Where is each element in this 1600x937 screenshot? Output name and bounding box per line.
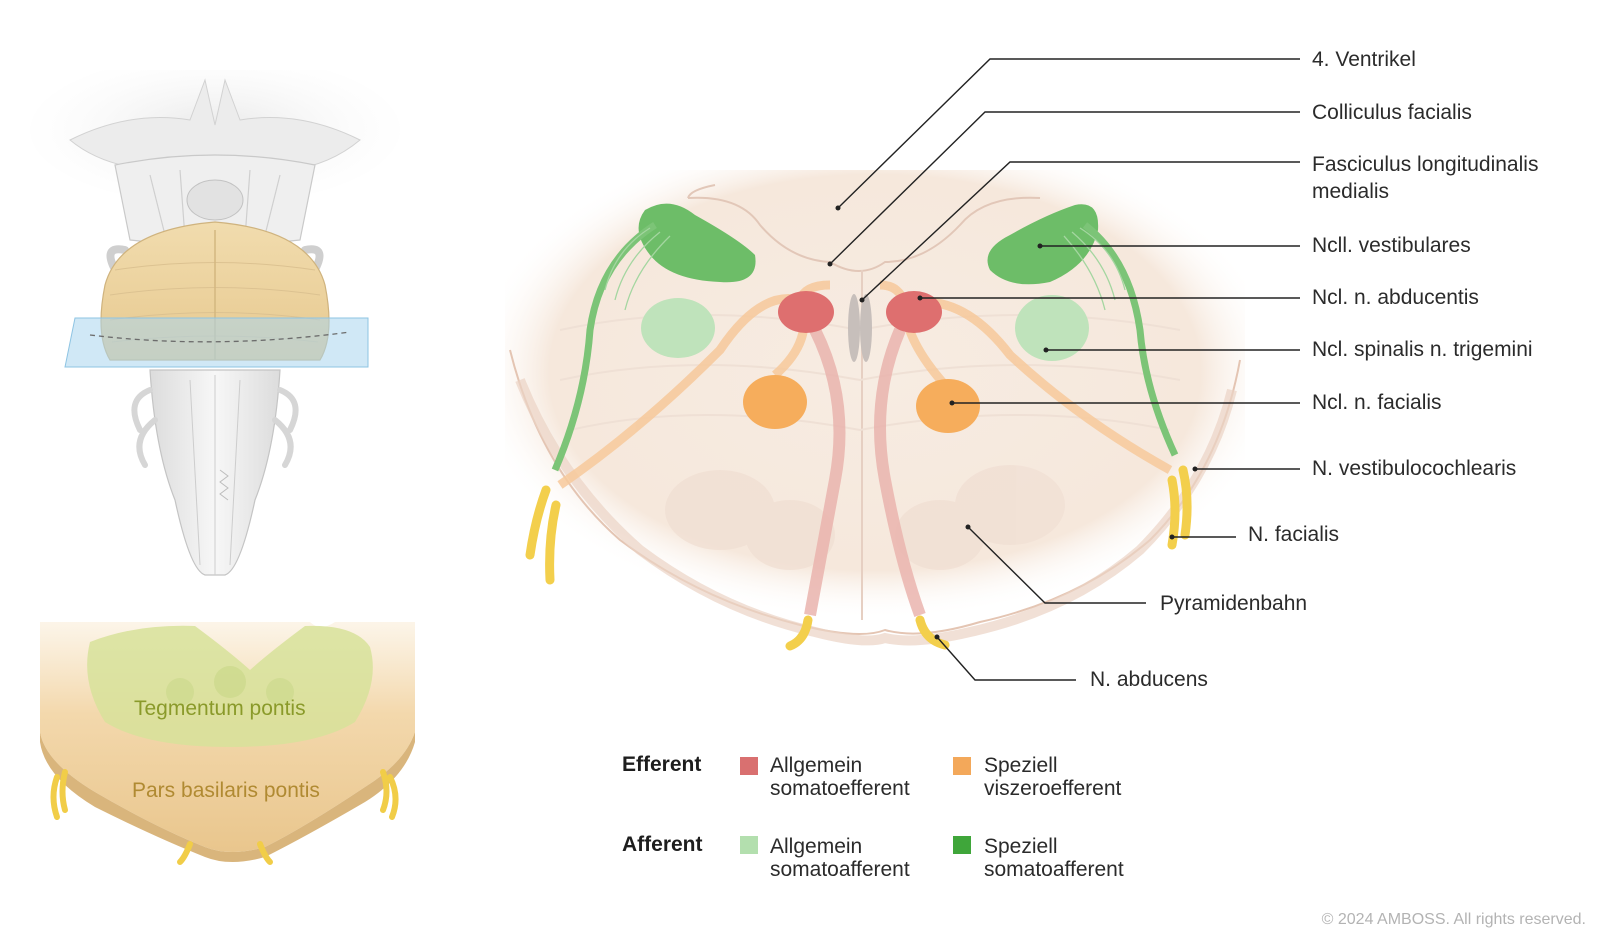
legend-text-speziell-somatoafferent-2: somatoafferent xyxy=(984,858,1124,881)
legend-text-speziell-viszeroefferent-2: viszeroefferent xyxy=(984,777,1122,800)
pars-basilaris-pontis-label: Pars basilaris pontis xyxy=(132,779,320,802)
legend-text-speziell-viszeroefferent-1: Speziell xyxy=(984,754,1058,777)
legend-swatch-speziell-somatoafferent xyxy=(953,836,971,854)
legend-text-speziell-somatoafferent-1: Speziell xyxy=(984,835,1058,858)
legend-text-allgemein-somatoafferent-2: somatoafferent xyxy=(770,858,910,881)
leader-pyramidenbahn xyxy=(967,526,1146,604)
legend-swatch-speziell-viszeroefferent xyxy=(953,757,971,775)
legend-heading-efferent: Efferent xyxy=(622,753,702,776)
label-ncll-vestibulares: Ncll. vestibulares xyxy=(1312,234,1471,257)
tegmentum-pontis-label: Tegmentum pontis xyxy=(134,697,306,720)
label-ncl-n-facialis: Ncl. n. facialis xyxy=(1312,391,1442,414)
brainstem-overview xyxy=(30,70,400,576)
label-colliculus-facialis: Colliculus facialis xyxy=(1312,101,1472,124)
label-fasciculus-line1: Fasciculus longitudinalis xyxy=(1312,153,1539,176)
legend-swatch-allgemein-somatoafferent xyxy=(740,836,758,854)
legend-text-allgemein-somatoefferent-2: somatoefferent xyxy=(770,777,910,800)
leader-fasciculus xyxy=(861,161,1300,301)
label-fasciculus-line2: medialis xyxy=(1312,180,1390,203)
leader-abducens xyxy=(936,636,1076,681)
leader-ventrikel xyxy=(837,58,1300,209)
label-pyramidenbahn: Pyramidenbahn xyxy=(1160,592,1308,615)
legend-text-allgemein-somatoefferent-1: Allgemein xyxy=(770,754,863,777)
label-n-vestibulocochlearis: N. vestibulocochlearis xyxy=(1312,457,1517,480)
legend-heading-afferent: Afferent xyxy=(622,833,703,856)
pons-section-overview xyxy=(40,622,415,865)
legend-text-allgemein-somatoafferent-1: Allgemein xyxy=(770,835,863,858)
label-4-ventrikel: 4. Ventrikel xyxy=(1312,48,1416,71)
label-n-abducens: N. abducens xyxy=(1090,668,1208,691)
legend-swatch-allgemein-somatoefferent xyxy=(740,757,758,775)
copyright-notice: © 2024 AMBOSS. All rights reserved. xyxy=(1321,911,1586,928)
label-ncl-spinalis-n-trigemini: Ncl. spinalis n. trigemini xyxy=(1312,338,1533,361)
label-ncl-n-abducentis: Ncl. n. abducentis xyxy=(1312,286,1479,309)
leader-colliculus xyxy=(829,111,1300,265)
label-n-facialis: N. facialis xyxy=(1248,523,1340,546)
